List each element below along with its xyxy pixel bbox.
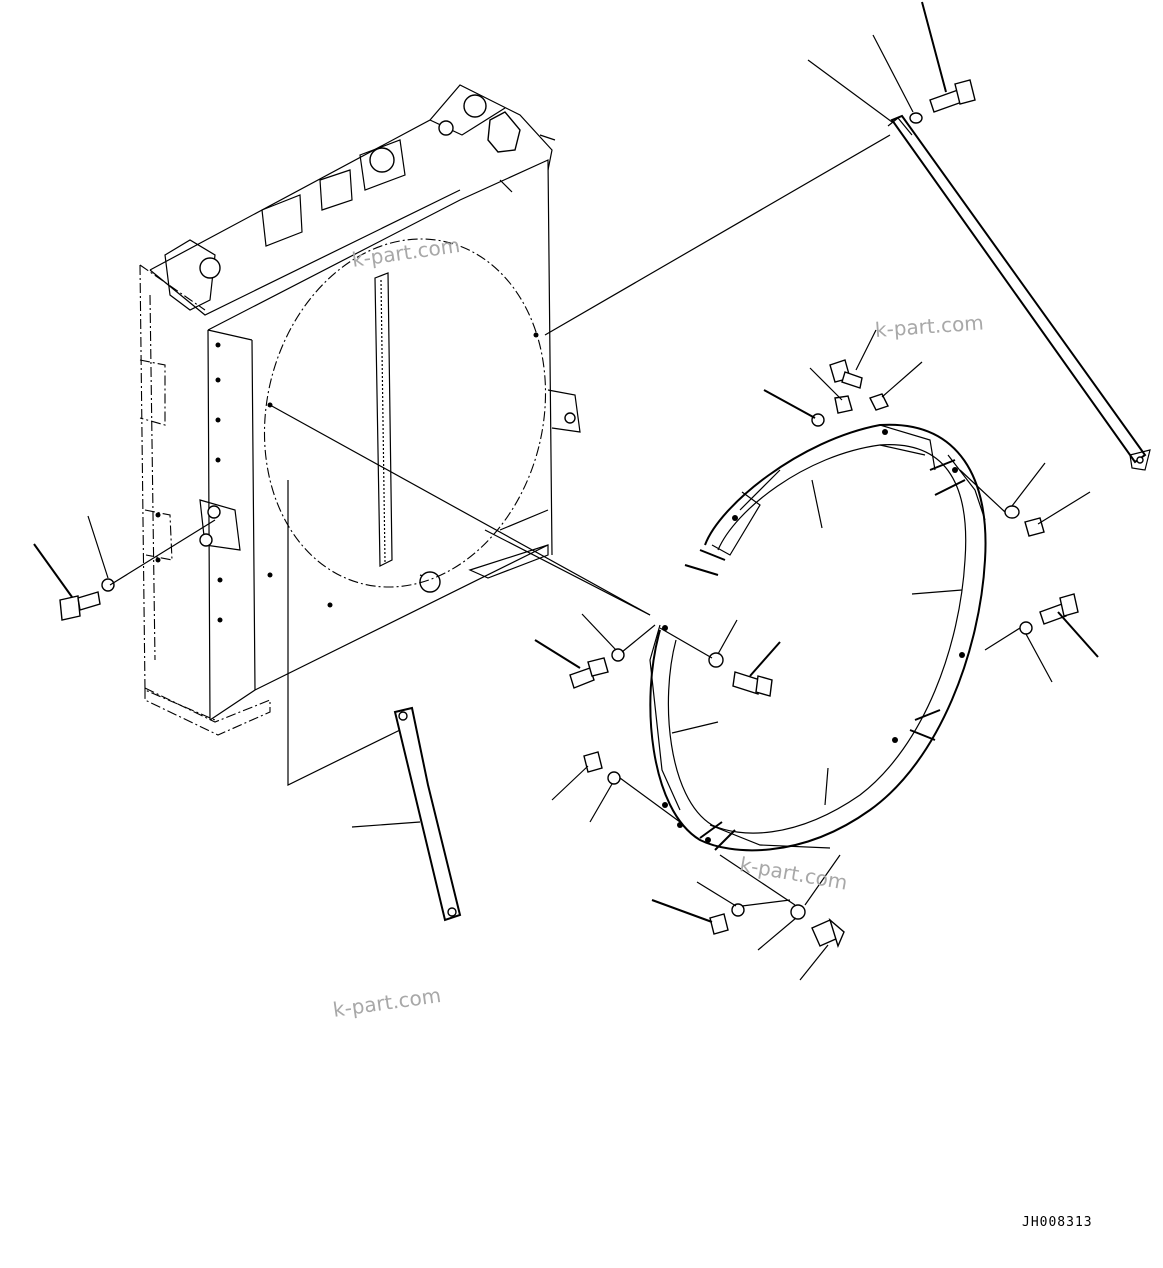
lower-stay-bar: [287, 480, 462, 922]
fastener-group-right: [959, 462, 1099, 683]
bolt-top-right: [872, 1, 976, 124]
fastener-group-mid: [534, 613, 781, 697]
fastener-group-top-center: [763, 329, 923, 427]
drawing-code: JH008313: [1022, 1215, 1093, 1230]
fastener-group-bottom: [651, 854, 845, 981]
radiator-assembly: [139, 84, 581, 736]
upper-stay-rod: [544, 59, 1151, 471]
fastener-group-left: [33, 515, 216, 621]
fan-shroud: [269, 404, 987, 852]
fastener-group-lower-left: [551, 751, 681, 823]
